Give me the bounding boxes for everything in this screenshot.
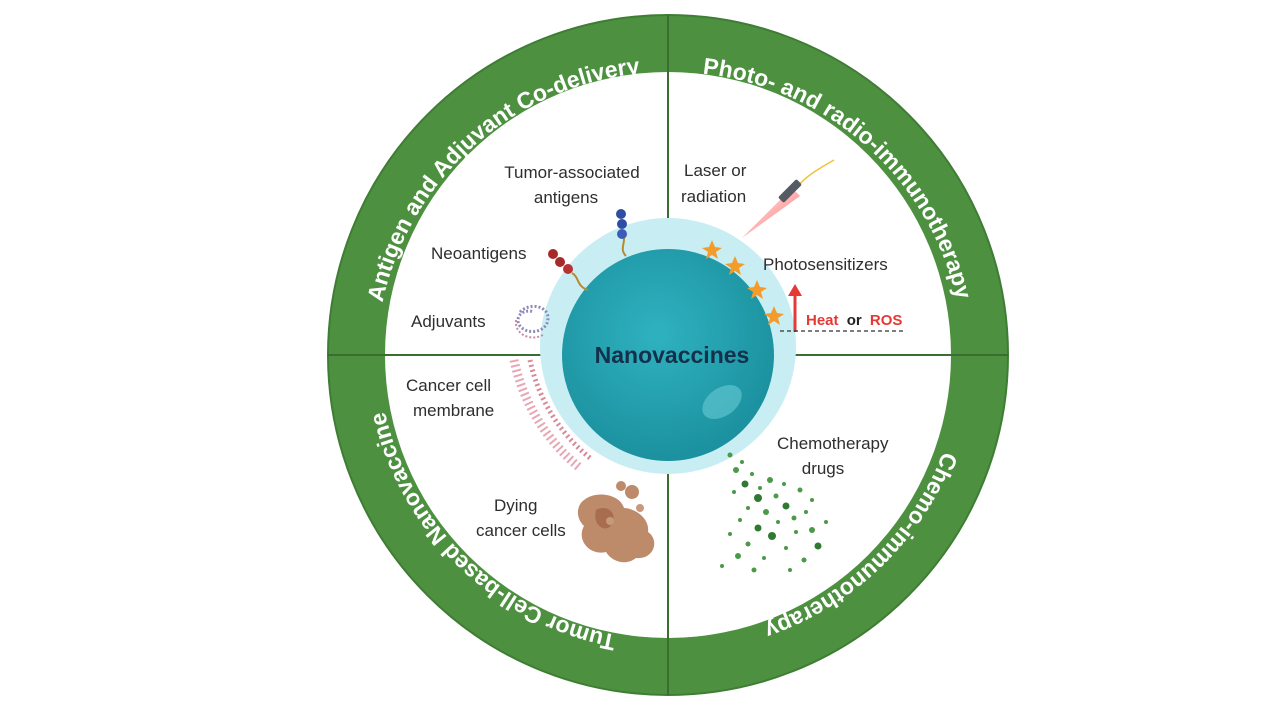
center-title: Nanovaccines — [595, 342, 750, 368]
dying-cancer-cells-icon — [577, 481, 655, 563]
label-neoantigens: Neoantigens — [431, 244, 526, 263]
label-membrane-line2: membrane — [413, 401, 494, 420]
drug-particle — [728, 532, 732, 536]
label-heat-ros: Heat or ROS — [806, 312, 902, 329]
label-chemo-line1: Chemotherapy — [777, 434, 889, 453]
drug-particle — [762, 556, 766, 560]
drug-particle — [738, 518, 742, 522]
drug-particle — [824, 520, 828, 524]
label-tumor-antigens-line1: Tumor-associated — [504, 163, 639, 182]
drug-particle — [782, 482, 786, 486]
nanoparticle-highlight — [702, 384, 742, 420]
label-laser-line2: radiation — [681, 187, 746, 206]
label-ros: ROS — [870, 312, 903, 329]
label-tumor-antigens-line2: antigens — [534, 188, 598, 207]
drug-particle — [740, 460, 744, 464]
drug-particle — [735, 553, 741, 559]
label-laser-line1: Laser or — [684, 161, 747, 180]
tumor-antigen-icon — [616, 209, 627, 257]
drug-particle — [797, 487, 803, 493]
drug-particle — [751, 567, 757, 573]
label-photosensitizers: Photosensitizers — [763, 255, 888, 274]
label-dying-line2: cancer cells — [476, 521, 566, 540]
drug-particle — [788, 568, 792, 572]
drug-particle — [727, 452, 733, 458]
drug-particle — [804, 510, 808, 514]
heat-arrow-icon — [780, 284, 906, 332]
drug-particle — [809, 527, 815, 533]
drug-particle — [794, 530, 798, 534]
drug-particle — [745, 541, 751, 547]
drug-particle — [782, 502, 790, 510]
drug-particle — [791, 515, 797, 521]
drug-particle — [754, 494, 762, 502]
drug-particle — [776, 520, 780, 524]
drug-particle — [733, 467, 739, 473]
photosensitizer-stars-icon — [702, 240, 784, 325]
label-or: or — [847, 312, 862, 329]
drug-particle — [773, 493, 779, 499]
label-dying-line1: Dying — [494, 496, 537, 515]
drug-particle — [741, 480, 749, 488]
drug-particle — [768, 532, 776, 540]
drug-particle — [814, 542, 822, 550]
neoantigen-icon — [548, 249, 589, 291]
drug-particle — [746, 506, 750, 510]
laser-icon — [742, 159, 835, 238]
drug-particle — [758, 486, 762, 490]
drug-particle — [750, 472, 754, 476]
drug-particle — [784, 546, 788, 550]
drug-particle — [754, 524, 762, 532]
chemotherapy-drugs-icon — [720, 452, 828, 573]
label-chemo-line2: drugs — [802, 459, 845, 478]
drug-particle — [763, 509, 769, 515]
label-membrane-line1: Cancer cell — [406, 376, 491, 395]
adjuvant-icon — [514, 304, 550, 339]
label-adjuvants: Adjuvants — [411, 312, 486, 331]
label-heat: Heat — [806, 312, 839, 329]
drug-particle — [810, 498, 814, 502]
drug-particle — [801, 557, 807, 563]
drug-particle — [732, 490, 736, 494]
drug-particle — [767, 477, 773, 483]
drug-particle — [720, 564, 724, 568]
